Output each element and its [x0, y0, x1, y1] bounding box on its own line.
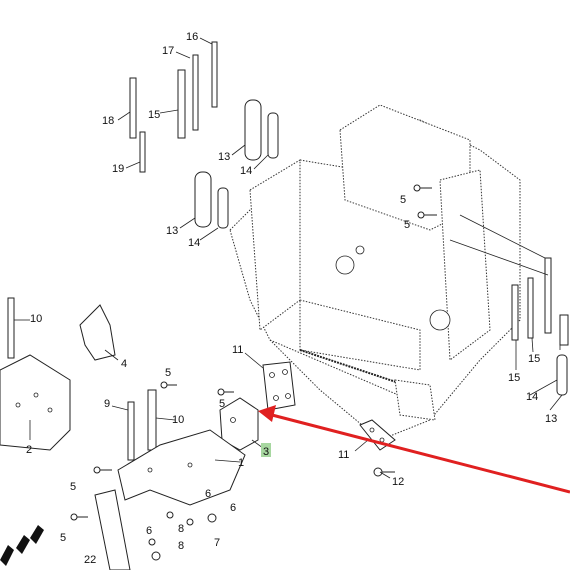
label-6: 6 [146, 525, 152, 537]
label-18: 18 [102, 115, 114, 127]
label-17: 17 [162, 45, 174, 57]
label-5: 5 [404, 219, 410, 231]
mounting-strips-upper [129, 41, 279, 229]
label-1: 1 [238, 457, 244, 469]
label-15: 15 [508, 372, 520, 384]
blade-teeth-icon [0, 525, 44, 566]
label-8: 8 [178, 540, 184, 552]
label-5: 5 [70, 481, 76, 493]
label-5: 5 [165, 367, 171, 379]
label-13: 13 [166, 225, 178, 237]
label-4: 4 [121, 358, 127, 370]
label-9: 9 [104, 398, 110, 410]
fasteners [70, 184, 437, 561]
label-6: 6 [230, 502, 236, 514]
label-22: 22 [84, 554, 96, 566]
label-11: 11 [232, 344, 243, 356]
label-6: 6 [205, 488, 211, 500]
label-16: 16 [186, 31, 198, 43]
label-3-highlighted: 3 [263, 446, 269, 458]
label-15: 15 [148, 109, 160, 121]
label-15: 15 [528, 353, 540, 365]
label-2: 2 [26, 444, 32, 456]
label-8: 8 [178, 523, 184, 535]
leader-lines [14, 37, 563, 479]
mounting-strips-right [511, 257, 569, 396]
label-14: 14 [240, 165, 252, 177]
label-11: 11 [338, 449, 349, 461]
lower-left-assembly [0, 297, 246, 570]
label-12: 12 [392, 476, 404, 488]
label-7: 7 [214, 537, 220, 549]
label-5: 5 [400, 194, 406, 206]
label-10: 10 [30, 313, 42, 325]
main-frame-assembly [229, 104, 521, 441]
label-10: 10 [172, 414, 184, 426]
label-14: 14 [526, 391, 538, 403]
label-5: 5 [60, 532, 66, 544]
label-14: 14 [188, 237, 200, 249]
label-19: 19 [112, 163, 124, 175]
label-13: 13 [218, 151, 230, 163]
label-13: 13 [545, 413, 557, 425]
pointer-arrow [258, 405, 570, 494]
part-labels: 16 17 18 15 19 13 14 13 14 5 5 10 4 11 5… [26, 31, 557, 566]
highlight-marker [261, 443, 271, 457]
label-5: 5 [219, 398, 225, 410]
